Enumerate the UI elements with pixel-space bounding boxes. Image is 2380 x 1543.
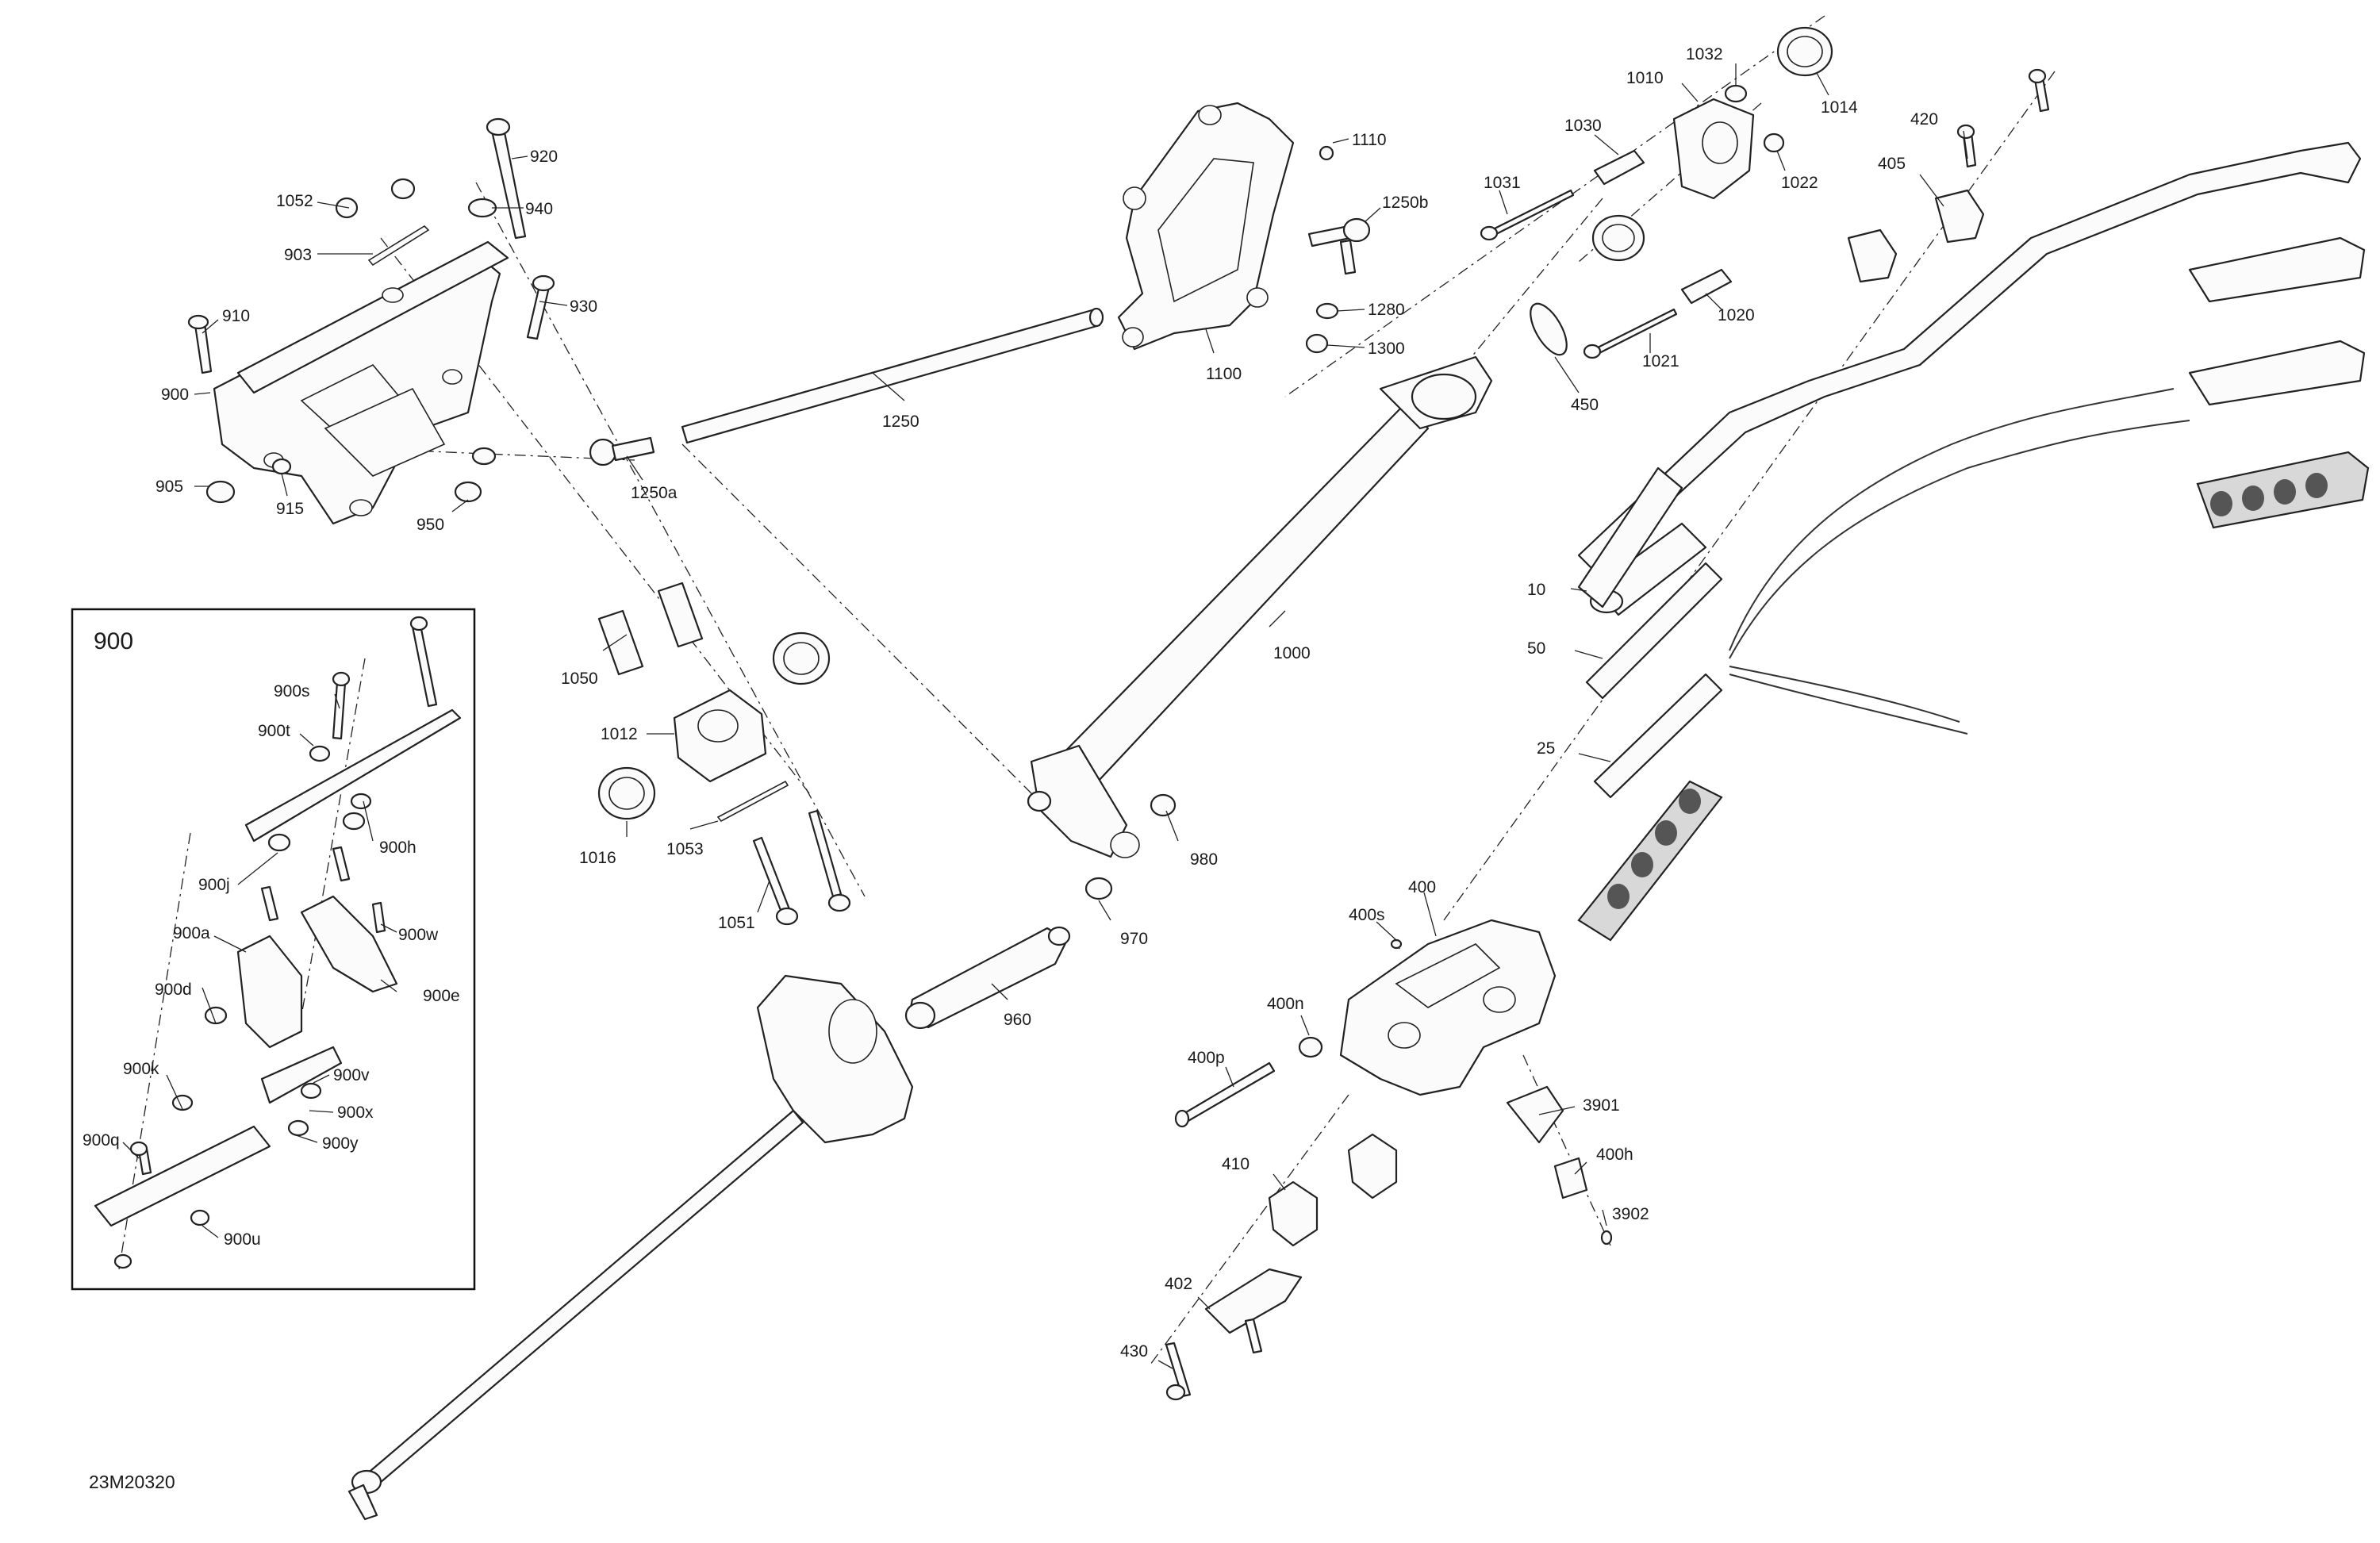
callout-900u: 900u — [224, 1230, 261, 1249]
housing-hardware — [1305, 145, 1371, 354]
grip-sleeves — [1577, 466, 1723, 942]
callout-900: 900 — [161, 386, 189, 404]
right-grip-pattern — [2210, 473, 2328, 516]
callout-900y: 900y — [322, 1134, 359, 1153]
callout-1014: 1014 — [1821, 98, 1858, 117]
brake-lever-brackets — [1847, 68, 2050, 283]
callout-400s: 400s — [1349, 906, 1385, 924]
callout-402: 402 — [1165, 1275, 1192, 1293]
callout-1032: 1032 — [1686, 45, 1723, 63]
callout-900s: 900s — [274, 682, 310, 700]
callout-915: 915 — [276, 500, 304, 518]
callout-420: 420 — [1910, 110, 1938, 129]
callout-450: 450 — [1571, 396, 1599, 414]
callout-900d: 900d — [155, 981, 192, 999]
callout-400: 400 — [1408, 878, 1436, 896]
callout-940: 940 — [525, 200, 553, 218]
callout-1280: 1280 — [1368, 301, 1405, 319]
callout-1010: 1010 — [1626, 69, 1664, 87]
callout-900h: 900h — [379, 839, 416, 857]
callout-410: 410 — [1222, 1155, 1250, 1173]
callout-labels: 920 940 1052 903 930 910 900 905 915 950… — [83, 45, 1938, 1361]
steering-column-1000 — [1027, 355, 1493, 858]
callout-400h: 400h — [1596, 1146, 1633, 1164]
callout-1000: 1000 — [1273, 644, 1311, 662]
inset-parts — [94, 616, 462, 1269]
callout-1020: 1020 — [1718, 306, 1755, 324]
callout-900t: 900t — [258, 722, 290, 740]
handlebar — [1577, 141, 2370, 616]
callout-900a: 900a — [173, 924, 210, 942]
callout-900j: 900j — [198, 876, 230, 894]
callout-400n: 400n — [1267, 995, 1304, 1013]
callout-905: 905 — [155, 478, 183, 496]
leader-lines — [122, 63, 1968, 1369]
pivot-assembly-400 — [1174, 919, 1557, 1128]
inset-frame-900 — [71, 608, 476, 1291]
callout-960: 960 — [1004, 1011, 1031, 1029]
callout-3901: 3901 — [1583, 1096, 1620, 1115]
callout-970: 970 — [1120, 930, 1148, 948]
lower-clamp-group — [597, 582, 851, 926]
callout-10: 10 — [1527, 581, 1545, 599]
callout-1250a: 1250a — [631, 484, 678, 502]
callout-1110: 1110 — [1352, 131, 1387, 149]
steering-housing-1100 — [1117, 102, 1295, 351]
bracket-hardware — [187, 117, 555, 504]
callout-1050: 1050 — [561, 670, 598, 688]
callout-50: 50 — [1527, 639, 1545, 658]
link-arm-960 — [904, 877, 1113, 1030]
callout-900v: 900v — [333, 1066, 370, 1084]
callout-1031: 1031 — [1484, 174, 1521, 192]
callout-405: 405 — [1878, 155, 1906, 173]
callout-903: 903 — [284, 246, 312, 264]
callout-400p: 400p — [1188, 1049, 1225, 1067]
inset-title: 900 — [94, 628, 133, 654]
callout-910: 910 — [222, 307, 250, 325]
callout-430: 430 — [1120, 1342, 1148, 1361]
callout-900w: 900w — [398, 926, 439, 944]
tie-rod-1250 — [589, 307, 1104, 466]
callout-920: 920 — [530, 148, 558, 166]
callout-900q: 900q — [83, 1131, 120, 1150]
callout-1250b: 1250b — [1382, 194, 1428, 212]
callout-980: 980 — [1190, 850, 1218, 869]
left-grip-pattern — [1607, 789, 1701, 909]
steering-bracket-assembly — [213, 240, 509, 525]
assembly-lines — [118, 15, 2056, 1365]
callout-25: 25 — [1537, 739, 1555, 758]
callout-900k: 900k — [123, 1060, 159, 1078]
callout-1022: 1022 — [1781, 174, 1818, 192]
lever-hardware — [1165, 1085, 1613, 1401]
upper-clamp-1010 — [1480, 26, 1833, 359]
callout-1021: 1021 — [1642, 352, 1679, 370]
callout-930: 930 — [570, 297, 597, 316]
callout-900x: 900x — [337, 1104, 374, 1122]
callout-1300: 1300 — [1368, 340, 1405, 358]
callout-1012: 1012 — [601, 725, 638, 743]
callout-900e: 900e — [423, 987, 460, 1005]
callout-950: 950 — [416, 516, 444, 534]
callout-1051: 1051 — [718, 914, 755, 932]
callout-1100: 1100 — [1206, 365, 1242, 383]
heater-wires — [1729, 388, 2190, 735]
callout-3902: 3902 — [1612, 1205, 1649, 1223]
lower-steering-housing — [347, 974, 914, 1521]
callout-1052: 1052 — [276, 192, 313, 210]
callout-1016: 1016 — [579, 849, 616, 867]
callout-1250: 1250 — [882, 413, 919, 431]
callout-1030: 1030 — [1564, 117, 1602, 135]
callout-1053: 1053 — [666, 840, 704, 858]
drawing-code: 23M20320 — [89, 1472, 175, 1492]
